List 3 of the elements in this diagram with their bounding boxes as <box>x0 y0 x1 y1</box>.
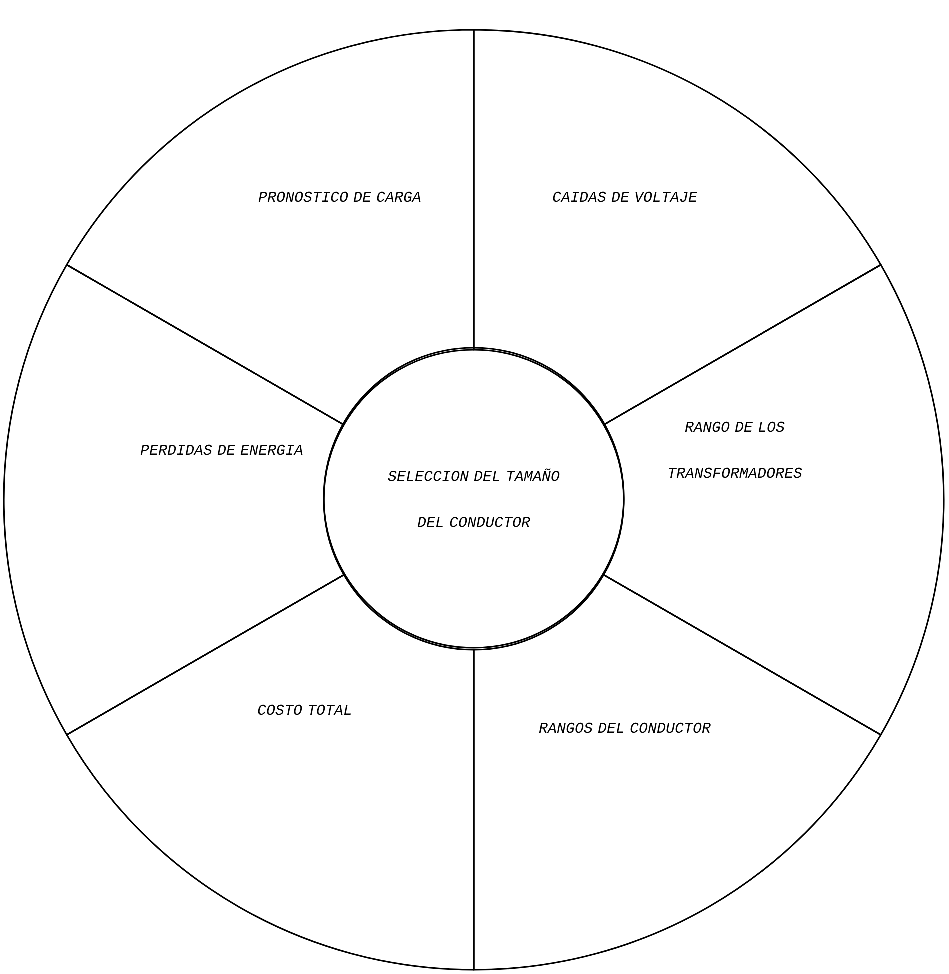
wheel-sector: RANGOS DEL CONDUCTOR <box>473 574 882 971</box>
wheel-sector: PRONOSTICO DE CARGA <box>66 29 475 426</box>
wheel-sector: COSTO TOTAL <box>66 574 475 971</box>
